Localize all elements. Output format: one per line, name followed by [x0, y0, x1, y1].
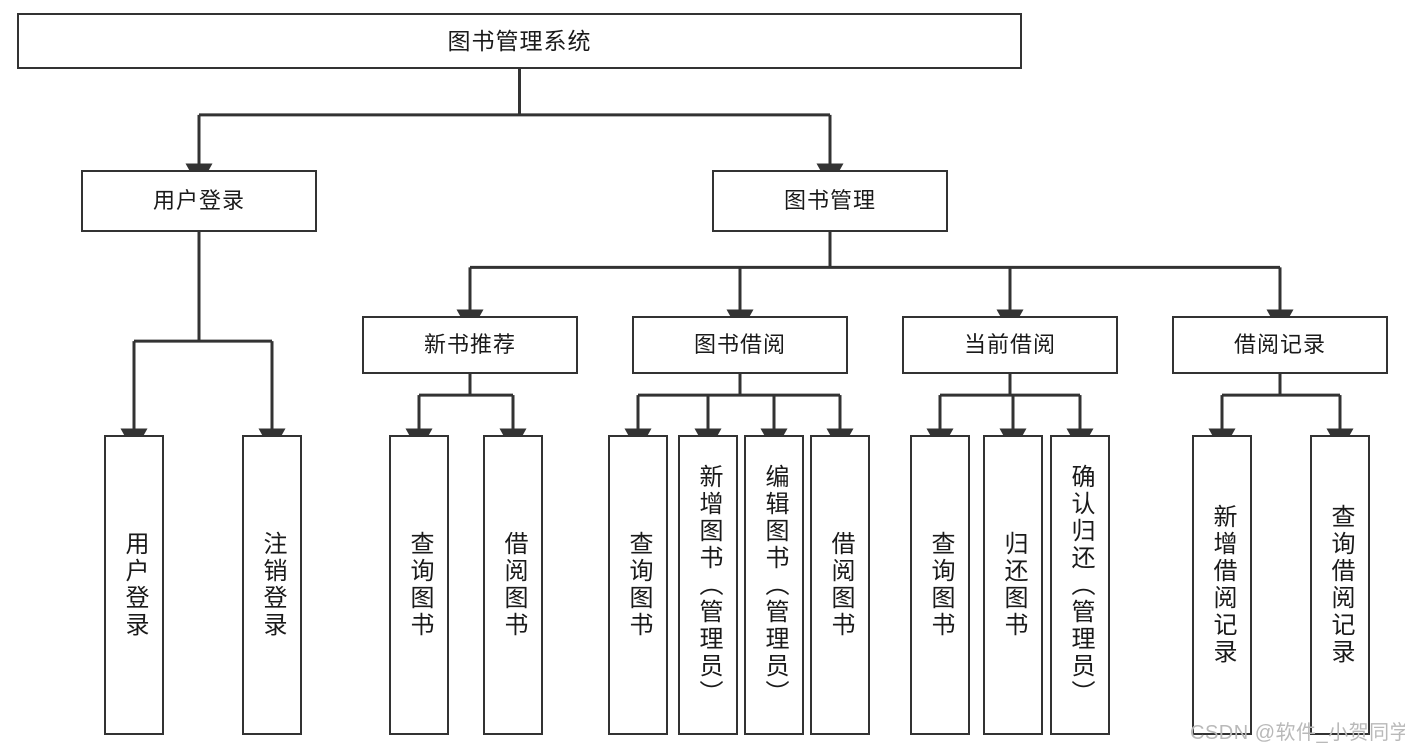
- node-leaf-confirm-return[interactable]: 确认归还（管理员）: [1050, 435, 1110, 735]
- node-label: 借阅图书: [827, 531, 854, 639]
- node-label: 编辑图书（管理员）: [761, 463, 788, 707]
- node-leaf-borrow-book-1[interactable]: 借阅图书: [483, 435, 543, 735]
- node-label: 新增借阅记录: [1209, 504, 1236, 666]
- node-borrow-record[interactable]: 借阅记录: [1172, 316, 1388, 374]
- node-label: 图书管理系统: [447, 27, 592, 54]
- node-leaf-user-login[interactable]: 用户登录: [104, 435, 164, 735]
- node-leaf-edit-book[interactable]: 编辑图书（管理员）: [744, 435, 804, 735]
- node-label: 查询图书: [406, 531, 433, 639]
- node-leaf-query-book-2[interactable]: 查询图书: [608, 435, 668, 735]
- node-label: 用户登录: [152, 188, 245, 214]
- node-user-login[interactable]: 用户登录: [81, 170, 317, 232]
- node-label: 图书管理: [783, 188, 876, 214]
- node-leaf-borrow-book-2[interactable]: 借阅图书: [810, 435, 870, 735]
- node-label: 图书借阅: [693, 332, 786, 358]
- node-book-borrow[interactable]: 图书借阅: [632, 316, 848, 374]
- node-label: 确认归还（管理员）: [1067, 463, 1094, 707]
- node-label: 用户登录: [121, 531, 148, 639]
- node-leaf-query-book-3[interactable]: 查询图书: [910, 435, 970, 735]
- node-current-borrow[interactable]: 当前借阅: [902, 316, 1118, 374]
- node-new-book-rec[interactable]: 新书推荐: [362, 316, 578, 374]
- node-leaf-query-book-1[interactable]: 查询图书: [389, 435, 449, 735]
- node-root[interactable]: 图书管理系统: [17, 13, 1022, 69]
- node-leaf-add-record[interactable]: 新增借阅记录: [1192, 435, 1252, 735]
- node-leaf-query-record[interactable]: 查询借阅记录: [1310, 435, 1370, 735]
- node-label: 查询借阅记录: [1327, 504, 1354, 666]
- node-label: 当前借阅: [963, 332, 1056, 358]
- node-book-manage[interactable]: 图书管理: [712, 170, 948, 232]
- node-label: 归还图书: [1000, 531, 1027, 639]
- node-label: 借阅图书: [500, 531, 527, 639]
- node-label: 新增图书（管理员）: [695, 463, 722, 707]
- node-leaf-return-book[interactable]: 归还图书: [983, 435, 1043, 735]
- node-leaf-logout[interactable]: 注销登录: [242, 435, 302, 735]
- node-label: 查询图书: [625, 531, 652, 639]
- node-label: 注销登录: [259, 531, 286, 639]
- node-leaf-add-book[interactable]: 新增图书（管理员）: [678, 435, 738, 735]
- node-label: 查询图书: [927, 531, 954, 639]
- node-label: 借阅记录: [1233, 332, 1326, 358]
- node-label: 新书推荐: [423, 332, 516, 358]
